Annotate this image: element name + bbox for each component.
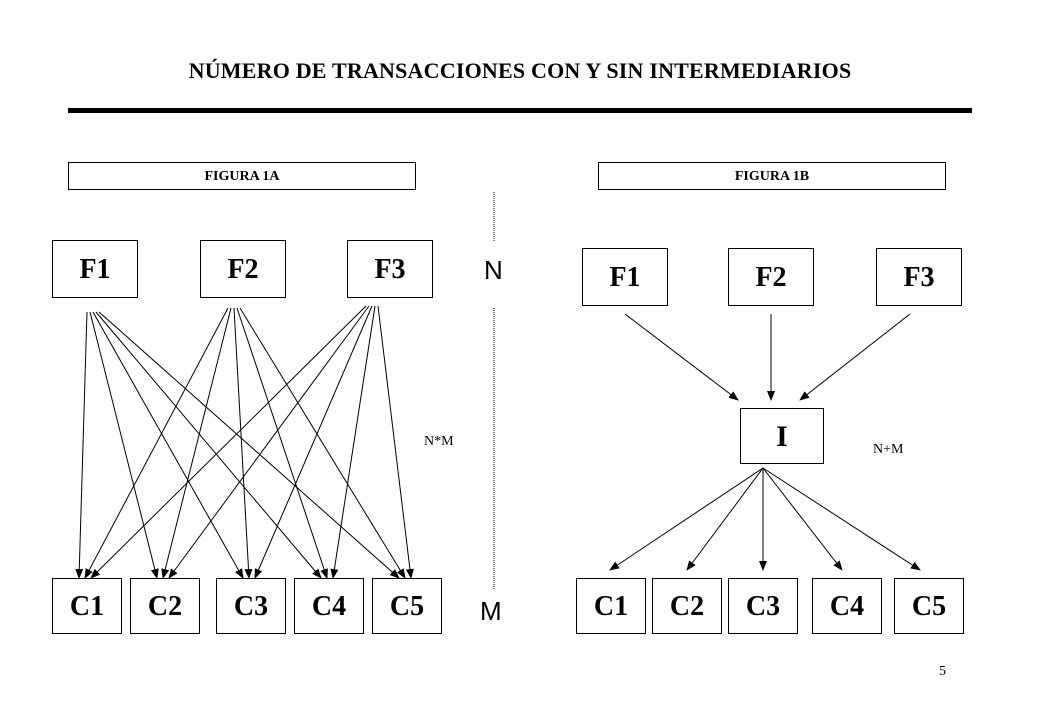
fig-b-producer-f1: F1 — [582, 248, 668, 306]
fig-b-edge-i-c4 — [762, 467, 843, 571]
fig-b-edge-f1-i — [624, 313, 739, 401]
fig-a-edge-f1-c4 — [95, 311, 322, 579]
fig-a-edge-f1-c3 — [92, 311, 244, 579]
fig-a-consumer-c3: C3 — [216, 578, 286, 634]
fig-a-edge-f2-c3 — [233, 307, 253, 579]
figure-1a-edges — [75, 305, 414, 579]
fig-b-consumer-c1: C1 — [576, 578, 646, 634]
fig-a-edge-f3-c3 — [254, 305, 373, 579]
fig-a-consumer-c4: C4 — [294, 578, 364, 634]
title-underline — [68, 108, 972, 113]
divider-label-n: N — [484, 255, 503, 285]
fig-b-edge-f3-i — [799, 313, 911, 401]
fig-b-consumer-c2: C2 — [652, 578, 722, 634]
fig-b-consumer-c3: C3 — [728, 578, 798, 634]
divider-label-m: M — [480, 596, 502, 626]
fig-b-edge-i-c5 — [762, 467, 921, 571]
fig-b-consumer-c4: C4 — [812, 578, 882, 634]
figure-1a-formula: N*M — [424, 434, 454, 449]
fig-a-edge-f2-c5 — [239, 307, 406, 579]
page-title: NÚMERO DE TRANSACCIONES CON Y SIN INTERM… — [188, 58, 852, 83]
fig-a-consumer-c2: C2 — [130, 578, 200, 634]
fig-b-producer-f3: F3 — [876, 248, 962, 306]
fig-a-edge-f1-c5 — [98, 311, 400, 579]
page-number: 5 — [939, 664, 946, 679]
figure-1b-label: FIGURA 1B — [598, 162, 946, 190]
fig-a-edge-f3-c4 — [330, 305, 376, 579]
fig-a-edge-f3-c1 — [90, 305, 367, 579]
fig-a-producer-f3: F3 — [347, 240, 433, 298]
fig-a-consumer-c5: C5 — [372, 578, 442, 634]
fig-b-producer-f2: F2 — [728, 248, 814, 306]
fig-a-consumer-c1: C1 — [52, 578, 122, 634]
fig-a-edge-f2-c1 — [84, 307, 229, 579]
figure-1b-formula: N+M — [873, 442, 904, 457]
fig-a-edge-f2-c2 — [161, 307, 232, 579]
fig-b-intermediary: I — [740, 408, 824, 464]
fig-b-consumer-c5: C5 — [894, 578, 964, 634]
fig-a-edge-f3-c5 — [377, 305, 414, 579]
figure-1a-label: FIGURA 1A — [68, 162, 416, 190]
fig-b-edge-i-c1 — [609, 467, 764, 571]
fig-b-edge-i-c2 — [686, 467, 764, 571]
fig-a-producer-f2: F2 — [200, 240, 286, 298]
fig-a-edge-f1-c1 — [75, 311, 88, 579]
fig-a-edge-f3-c2 — [168, 305, 370, 579]
figure-1b-edges — [609, 313, 921, 571]
fig-a-producer-f1: F1 — [52, 240, 138, 298]
fig-a-edge-f2-c4 — [236, 307, 328, 579]
fig-a-edge-f1-c2 — [89, 311, 159, 579]
